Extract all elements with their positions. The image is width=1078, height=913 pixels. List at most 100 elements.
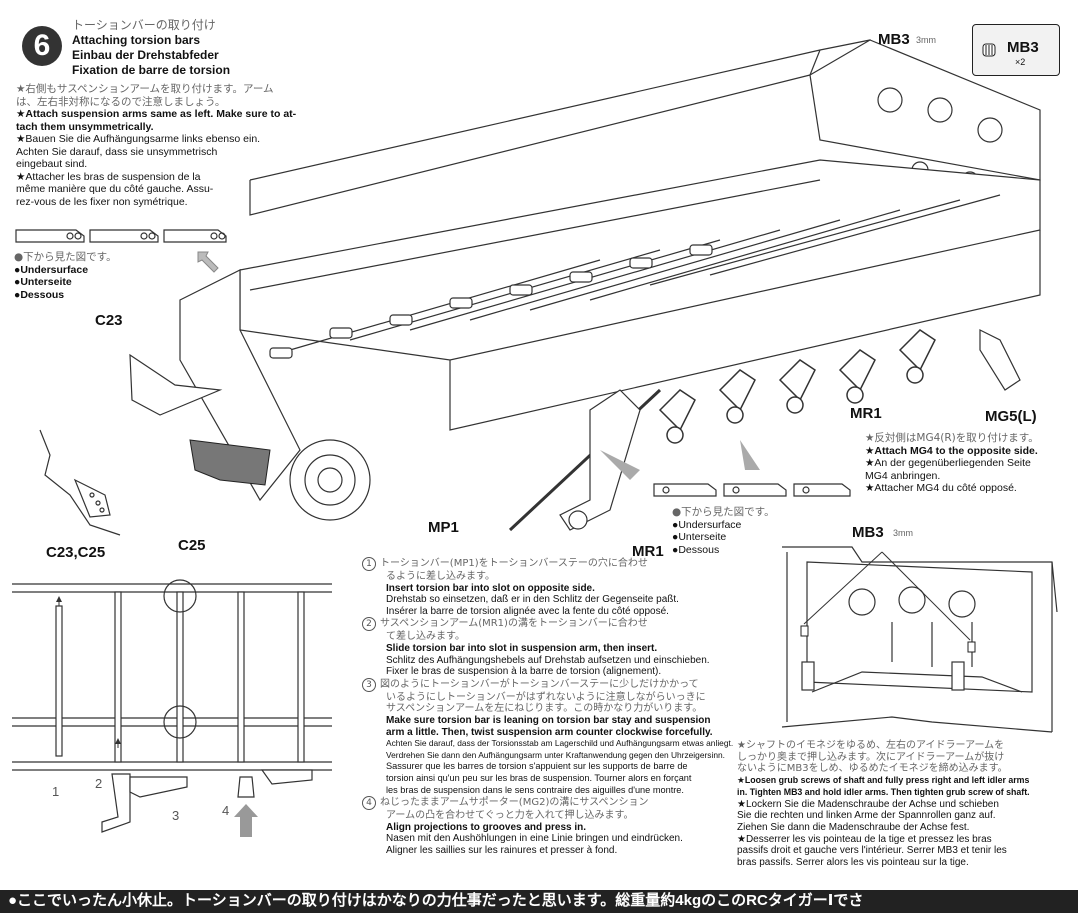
parts-box-mb3: MB3 ×2 xyxy=(972,24,1060,76)
intro-de-3: eingebaut sind. xyxy=(16,158,88,170)
intro-fr-3: rez-vous de les fixer non symétrique. xyxy=(16,195,188,208)
intro-ja-1: ★右側もサスペンションアームを取り付けます。アーム xyxy=(16,83,274,95)
label-c23-c25: C23,C25 xyxy=(46,544,106,561)
mg4-note: ★反対側はMG4(R)を取り付けます。 ★Attach MG4 to the o… xyxy=(865,432,1039,495)
step-4-ja-2: アームの凸を合わせてぐっと力を入れて押し込みます。 xyxy=(386,810,634,822)
inset-de-3: Ziehen Sie dann die Madenschraube der Ac… xyxy=(737,821,970,833)
title-ja: トーションバーの取り付け xyxy=(72,18,216,32)
inset-ja-3: ないようにMB3をしめ、ゆるめたイモネジを締め込みます。 xyxy=(737,763,1008,775)
step-2-ja-2: て差し込みます。 xyxy=(386,631,465,643)
label-c25: C25 xyxy=(178,537,206,554)
mg4-en: ★Attach MG4 to the opposite side. xyxy=(865,444,1038,457)
step-3-en-2: arm a little. Then, twist suspension arm… xyxy=(386,726,713,738)
underside-mid-ja: ●下から見た図です。 xyxy=(672,506,775,518)
label-mb3-top: MB3 xyxy=(878,31,910,48)
hull-assembly-illustration xyxy=(129,39,1041,532)
step-3-de-1: Achten Sie darauf, dass der Torsionsstab… xyxy=(386,738,734,749)
title-de: Einbau der Drehstabfeder xyxy=(72,48,219,62)
inset-note: ★シャフトのイモネジをゆるめ、左右のアイドラーアームを しっかり奥まで押し込みま… xyxy=(737,740,1072,869)
label-mp1: MP1 xyxy=(428,519,459,536)
step-2-fr: Fixer le bras de suspension à la barre d… xyxy=(386,666,662,678)
step-3-ja-3: サスペンションアームを左にねじります。この時かなり力がいります。 xyxy=(386,703,703,715)
step-3-fr-3: les bras de suspension dans le sens cont… xyxy=(386,784,684,795)
inset-en-1: ★Loosen grub screws of shaft and fully p… xyxy=(737,775,1030,786)
label-mg5: MG5(L) xyxy=(985,408,1037,425)
inset-fr-3: bras passifs. Serrer alors les vis point… xyxy=(737,857,969,869)
inset-en-2: in. Tighten MB3 and hold idler arms. The… xyxy=(737,786,1030,797)
mg4-ja: ★反対側はMG4(R)を取り付けます。 xyxy=(865,432,1039,444)
intro-ja-2: は、左右非対称になるので注意しましょう。 xyxy=(16,95,226,108)
parts-box-label: MB3 xyxy=(1007,39,1039,56)
step-3-en-1: Make sure torsion bar is leaning on tors… xyxy=(386,714,711,726)
diagram-step-3: 3 xyxy=(172,808,180,823)
step-3-de-2: Verdrehen Sie dann den Aufhängungsarm un… xyxy=(386,749,725,760)
step-4-fr: Aligner les saillies sur les rainures et… xyxy=(386,844,618,856)
step-1-fr: Insérer la barre de torsion alignée avec… xyxy=(386,605,669,617)
step-3-fr-2: torsion ainsi qu'un peu sur les bras de … xyxy=(386,772,692,783)
inset-fr-2: passifs droit et gauche vers l'intérieur… xyxy=(737,845,1007,857)
underside-left-caption: ●下から見た図です。 ●Undersurface ●Unterseite ●De… xyxy=(14,251,117,301)
title-fr: Fixation de barre de torsion xyxy=(72,63,231,77)
underside-left-de: ●Unterseite xyxy=(14,276,72,288)
intro-en-1: ★Attach suspension arms same as left. Ma… xyxy=(16,108,297,120)
inset-de-2: Sie die rechten und linken Arme der Span… xyxy=(737,810,996,822)
step-1-de: Drehstab so einsetzen, daß er in den Sch… xyxy=(386,594,679,606)
c23-c25-detail-sketch xyxy=(39,429,121,536)
label-mr1-right: MR1 xyxy=(850,405,882,422)
underside-mid-de: ●Unterseite xyxy=(672,531,727,543)
arrow-hint-icon xyxy=(197,251,219,273)
step-3-ja-2: いるようにしトーションバーがはずれないように注意しながらいっきに xyxy=(386,691,706,703)
footer-text: ●ここでいったん小休止。トーションバーの取り付けはかなりの力仕事だったと思います… xyxy=(8,892,864,909)
intro-de-2: Achten Sie darauf, dass sie unsymmetrisc… xyxy=(16,145,218,158)
label-mb3-top-size: 3mm xyxy=(916,35,936,45)
step-4-de: Nasen mit den Aushöhlungen in eine Linie… xyxy=(386,833,683,845)
footer-bar: ●ここでいったん小休止。トーションバーの取り付けはかなりの力仕事だったと思います… xyxy=(0,890,1078,913)
label-c23: C23 xyxy=(95,312,123,329)
inset-fr-1: ★Desserrer les vis pointeau de la tige e… xyxy=(737,833,992,845)
step-2-de: Schlitz des Aufhängungshebels auf Drehst… xyxy=(386,654,710,666)
mg4-fr: ★Attacher MG4 du côté opposé. xyxy=(865,482,1017,494)
inset-ja-1: ★シャフトのイモネジをゆるめ、左右のアイドラーアームを xyxy=(737,740,1005,751)
underside-mid-caption: ●下から見た図です。 ●Undersurface ●Unterseite ●De… xyxy=(672,506,775,556)
intro-de-1: ★Bauen Sie die Aufhängungsarme links ebe… xyxy=(16,133,261,145)
mg4-de-2: MG4 anbringen. xyxy=(865,469,941,482)
step-number-badge: 6 xyxy=(22,26,62,66)
step-4-en: Align projections to grooves and press i… xyxy=(386,821,587,833)
idler-arm-inset-illustration xyxy=(781,546,1058,733)
inset-ja-2: しっかり奥まで押し込みます。次にアイドラーアームが抜け xyxy=(737,751,1005,763)
parts-box-qty: ×2 xyxy=(1015,57,1026,67)
intro-en-2: tach them unsymmetrically. xyxy=(16,120,154,133)
underside-left-ja: ●下から見た図です。 xyxy=(14,251,117,263)
underside-mid-fr: ●Dessous xyxy=(672,543,720,556)
step-2-en: Slide torsion bar into slot in suspensio… xyxy=(386,642,658,654)
label-mb3-inset: MB3 xyxy=(852,524,884,541)
title-en: Attaching torsion bars xyxy=(72,33,201,47)
underside-thumbnails-mid xyxy=(653,483,851,497)
intro-fr-1: ★Attacher les bras de suspension de la xyxy=(16,170,201,183)
step-1-ja-2: るように差し込みます。 xyxy=(386,571,495,582)
underside-thumbnails-left xyxy=(15,229,227,243)
screw-icon xyxy=(982,43,996,57)
intro-fr-2: même manière que du côté gauche. Assu- xyxy=(16,183,214,195)
step-1-en: Insert torsion bar into slot on opposite… xyxy=(386,582,595,594)
underside-left-fr: ●Dessous xyxy=(14,288,65,301)
intro-notes: ★右側もサスペンションアームを取り付けます。アーム は、左右非対称になるので注意… xyxy=(16,83,316,208)
underside-mid-en: ●Undersurface xyxy=(672,518,742,531)
step-title-block: トーションバーの取り付け Attaching torsion bars Einb… xyxy=(72,18,230,78)
step-3-fr-1: Sassurer que les barres de torsion s'app… xyxy=(386,761,688,772)
torsion-bar-procedure-diagram xyxy=(12,579,332,837)
diagram-step-1: 1 xyxy=(52,784,60,799)
label-mb3-inset-size: 3mm xyxy=(893,528,913,538)
mg4-de-1: ★An der gegenüberliegenden Seite xyxy=(865,457,1031,469)
diagram-step-2: 2 xyxy=(95,776,103,791)
underside-left-en: ●Undersurface xyxy=(14,263,89,276)
